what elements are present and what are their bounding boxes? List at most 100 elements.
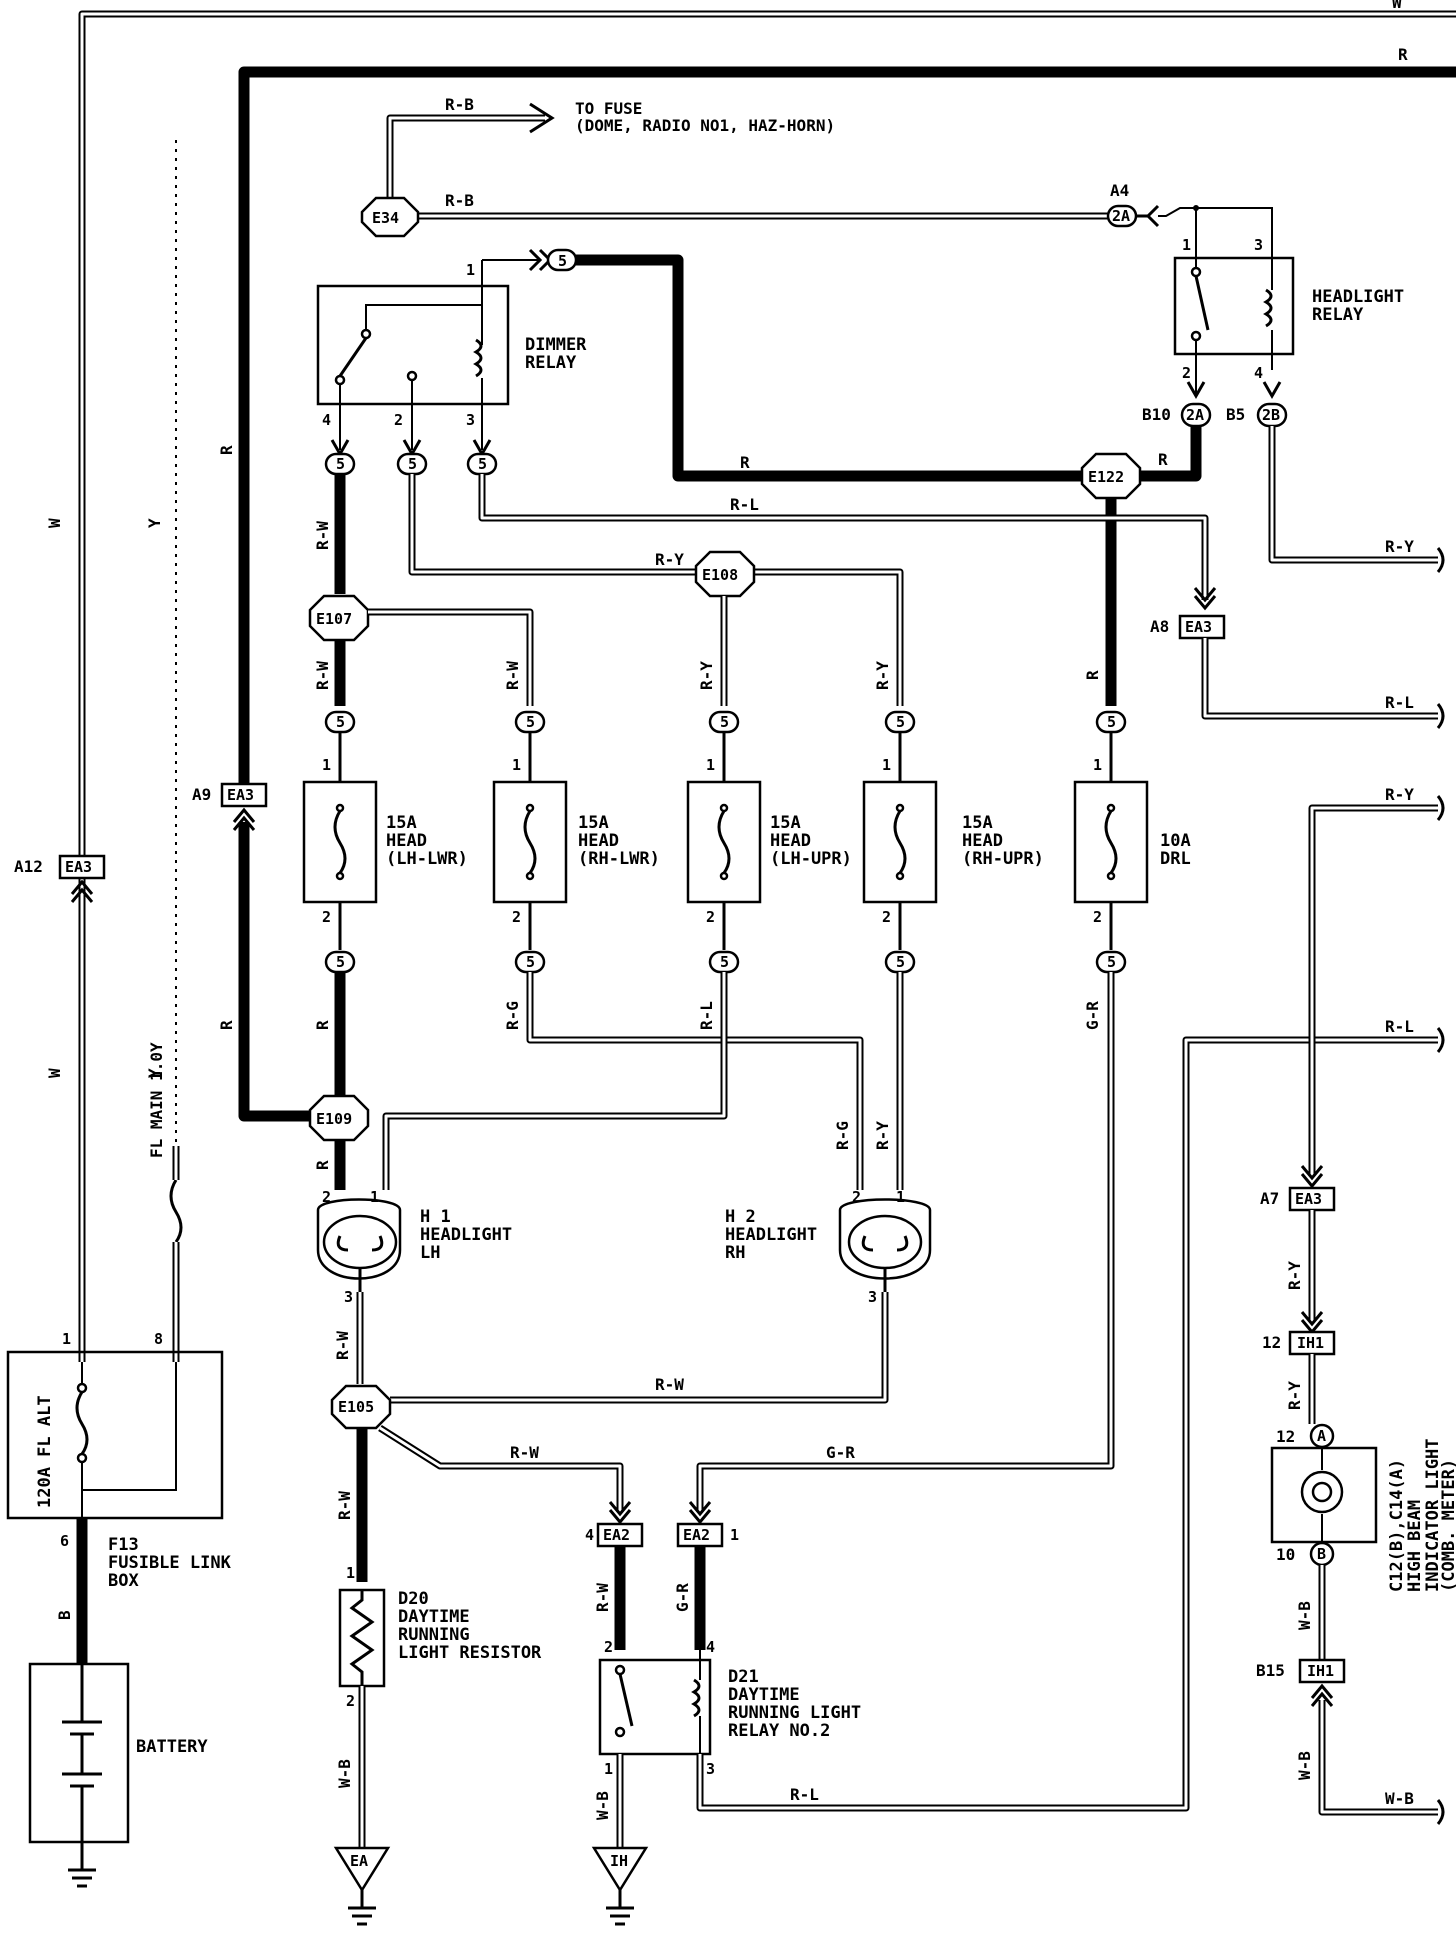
svg-text:R-Y: R-Y [1385, 785, 1414, 804]
svg-text:1: 1 [322, 756, 331, 774]
svg-text:1: 1 [896, 1188, 905, 1206]
svg-text:F13: F13 [108, 1535, 139, 1555]
svg-text:5: 5 [1107, 953, 1116, 971]
svg-text:W-B: W-B [593, 1791, 612, 1820]
svg-text:A: A [1317, 1427, 1326, 1445]
svg-text:B15: B15 [1256, 1661, 1285, 1680]
svg-text:R-L: R-L [697, 1001, 716, 1030]
battery-label: BATTERY [136, 1737, 208, 1757]
svg-text:5: 5 [896, 953, 905, 971]
svg-text:12: 12 [1262, 1333, 1281, 1352]
fuse-head-rh-lwr: 1 2 15A HEAD (RH-LWR) [492, 732, 660, 950]
svg-text:R-Y: R-Y [1285, 1261, 1304, 1290]
svg-text:2: 2 [706, 908, 715, 926]
svg-text:10: 10 [1276, 1545, 1295, 1564]
svg-text:W-B: W-B [1295, 1751, 1314, 1780]
headlight-lh: 2 1 3 H 1 HEADLIGHT LH [316, 1188, 512, 1306]
svg-text:A12: A12 [14, 857, 43, 876]
headlight-relay: 1 3 2 4 HEADLIGHT RELAY 2A B10 2B B5 R-Y [1142, 207, 1445, 573]
svg-text:1: 1 [466, 261, 475, 279]
svg-text:5: 5 [336, 713, 345, 731]
svg-text:5: 5 [336, 953, 345, 971]
svg-text:W-B: W-B [1385, 1789, 1414, 1808]
svg-text:R-Y: R-Y [1285, 1381, 1304, 1410]
svg-text:EA3: EA3 [227, 786, 254, 804]
svg-text:2: 2 [346, 1692, 355, 1710]
svg-text:EA3: EA3 [1185, 618, 1212, 636]
svg-text:1: 1 [604, 1760, 613, 1778]
fuse-head-rh-upr: 1 2 15A HEAD (RH-UPR) [862, 732, 1044, 950]
svg-text:FUSIBLE LINK: FUSIBLE LINK [108, 1553, 232, 1573]
svg-text:1: 1 [370, 1188, 379, 1206]
svg-text:Y: Y [145, 518, 164, 528]
svg-text:15A: 15A [386, 813, 417, 833]
svg-text:D21: D21 [728, 1667, 759, 1687]
svg-text:1: 1 [1093, 756, 1102, 774]
svg-text:2: 2 [322, 1188, 331, 1206]
svg-text:R: R [740, 453, 750, 472]
svg-text:E34: E34 [372, 209, 399, 227]
svg-text:RH: RH [725, 1243, 745, 1263]
svg-text:FL MAIN 1.0Y: FL MAIN 1.0Y [147, 1042, 166, 1158]
svg-text:R-L: R-L [1385, 693, 1414, 712]
junction-e108: E108 [702, 566, 738, 584]
svg-text:R: R [313, 1160, 332, 1170]
svg-text:(LH-UPR): (LH-UPR) [770, 849, 852, 869]
svg-text:R-W: R-W [503, 661, 522, 690]
junction-e109: E109 [316, 1110, 352, 1128]
rl-wire-upper: R-L EA3 A8 R-L [478, 474, 1445, 729]
svg-text:R-W: R-W [335, 1491, 354, 1520]
svg-text:HEAD: HEAD [962, 831, 1003, 851]
svg-text:A7: A7 [1260, 1189, 1279, 1208]
svg-text:3: 3 [868, 1288, 877, 1306]
svg-text:R: R [217, 1020, 236, 1030]
svg-text:1: 1 [512, 756, 521, 774]
svg-text:5: 5 [720, 713, 729, 731]
svg-text:A9: A9 [192, 785, 211, 804]
svg-text:4: 4 [322, 411, 331, 429]
svg-text:3: 3 [706, 1760, 715, 1778]
svg-text:R-G: R-G [503, 1001, 522, 1030]
svg-text:IH: IH [610, 1852, 628, 1870]
svg-text:DIMMER: DIMMER [525, 335, 587, 355]
svg-text:HEADLIGHT: HEADLIGHT [725, 1225, 817, 1245]
svg-text:3: 3 [1254, 236, 1263, 254]
svg-text:2: 2 [882, 908, 891, 926]
svg-text:D20: D20 [398, 1589, 429, 1609]
svg-text:R-W: R-W [510, 1443, 539, 1462]
fuse-row: 5 5 5 5 5 1 2 15A HEAD (LH-LWR) 1 2 [302, 710, 1191, 974]
junction-e107: E107 [316, 610, 352, 628]
svg-text:(RH-UPR): (RH-UPR) [962, 849, 1044, 869]
junction-e34: E34 [360, 196, 420, 238]
svg-text:G-R: G-R [673, 1583, 692, 1612]
svg-text:R-G: R-G [833, 1121, 852, 1150]
fuse-head-lh-upr: 1 2 15A HEAD (LH-UPR) [686, 732, 852, 950]
svg-text:R-Y: R-Y [873, 1121, 892, 1150]
svg-text:1: 1 [706, 756, 715, 774]
svg-text:5: 5 [526, 953, 535, 971]
svg-text:5: 5 [558, 252, 567, 270]
junction-e105: E105 [338, 1398, 374, 1416]
ground-ih: IH [591, 1846, 649, 1926]
wire-w-label-upper: W [45, 518, 64, 528]
svg-text:A8: A8 [1150, 617, 1169, 636]
fuse-drl: 1 2 10A DRL [1073, 732, 1191, 950]
svg-text:3: 3 [344, 1288, 353, 1306]
svg-text:HIGH BEAM: HIGH BEAM [1405, 1500, 1425, 1592]
svg-text:RELAY: RELAY [525, 353, 577, 373]
svg-text:R: R [1158, 450, 1168, 469]
svg-text:5: 5 [478, 455, 487, 473]
svg-text:1: 1 [1182, 236, 1191, 254]
svg-text:HEADLIGHT: HEADLIGHT [420, 1225, 512, 1245]
svg-text:RUNNING: RUNNING [398, 1625, 470, 1645]
svg-text:(COMB. METER): (COMB. METER) [1439, 1459, 1456, 1592]
fuse-head-lh-lwr: 1 2 15A HEAD (LH-LWR) [302, 732, 468, 950]
svg-text:EA3: EA3 [65, 858, 92, 876]
svg-text:B10: B10 [1142, 405, 1171, 424]
svg-text:HEAD: HEAD [386, 831, 427, 851]
wire-rb-label-upper: R-B [445, 95, 474, 114]
svg-text:C12(B),C14(A): C12(B),C14(A) [1387, 1459, 1407, 1592]
svg-text:EA3: EA3 [1295, 1190, 1322, 1208]
svg-text:8: 8 [154, 1330, 163, 1348]
lower-fuse-wires: R E109 R R-G R-G R-L R-Y G-R G-R [308, 972, 1115, 1512]
